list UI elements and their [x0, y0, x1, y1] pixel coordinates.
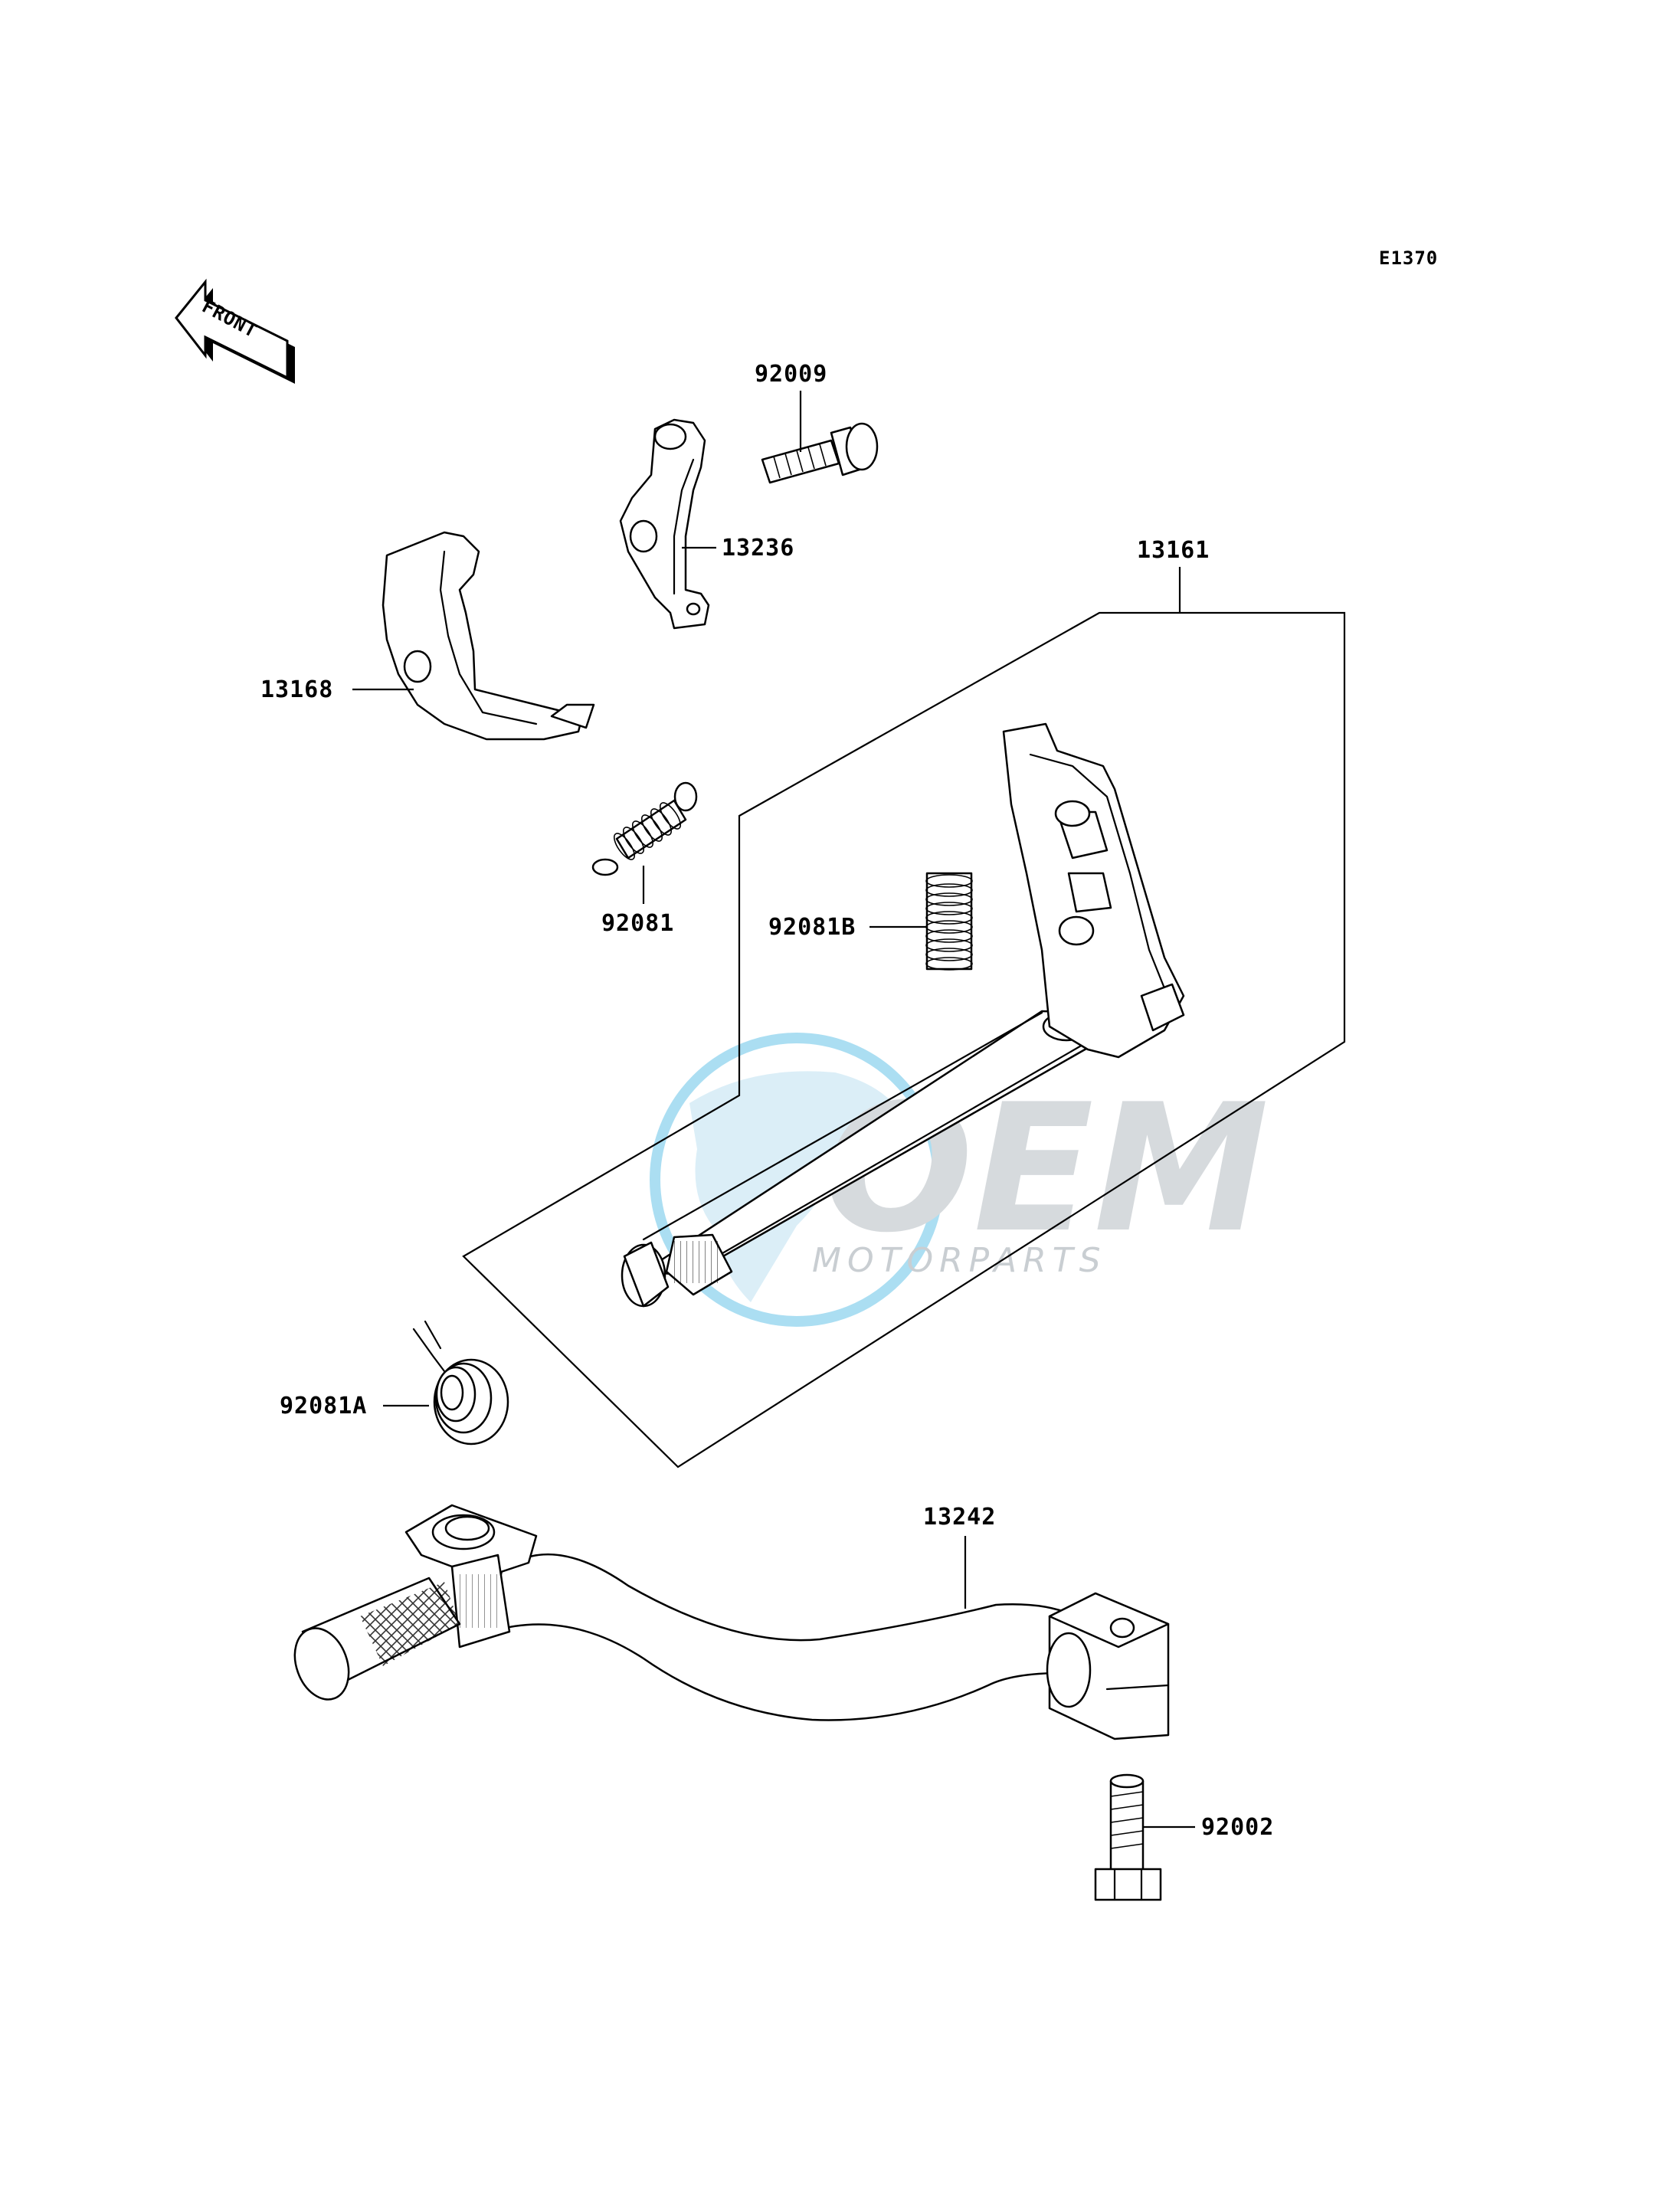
- spring-92081: [591, 781, 698, 876]
- spring-92081A: [412, 1320, 509, 1446]
- part-label-92081A: 92081A: [280, 1393, 367, 1419]
- watermark-sub: MOTORPARTS: [812, 1241, 1107, 1280]
- bolt-92002: [1094, 1773, 1162, 1901]
- part-label-13242: 13242: [923, 1504, 996, 1531]
- part-label-13236: 13236: [722, 535, 794, 562]
- shift-pedal-13242: [293, 1504, 1170, 1740]
- plate-13168: [382, 531, 595, 741]
- part-label-92081: 92081: [601, 910, 674, 937]
- globe-icon: [650, 1033, 944, 1327]
- front-arrow-icon: FRONT: [175, 278, 295, 384]
- part-label-92009: 92009: [755, 361, 827, 388]
- part-label-13168: 13168: [260, 676, 333, 703]
- watermark-brand: OEM: [824, 1067, 1269, 1272]
- part-label-13161: 13161: [1137, 537, 1210, 564]
- shift-shaft-13161: [621, 722, 1185, 1308]
- part-label-92081B: 92081B: [768, 914, 856, 941]
- leader-lines: [352, 391, 1195, 1829]
- assembly-outline: [462, 611, 1346, 1468]
- bracket-13236: [619, 418, 710, 630]
- part-label-92002: 92002: [1201, 1814, 1274, 1841]
- bolt-92009: [761, 422, 879, 484]
- spring-92081B: [925, 872, 973, 971]
- diagram-code: E1370: [1379, 247, 1438, 269]
